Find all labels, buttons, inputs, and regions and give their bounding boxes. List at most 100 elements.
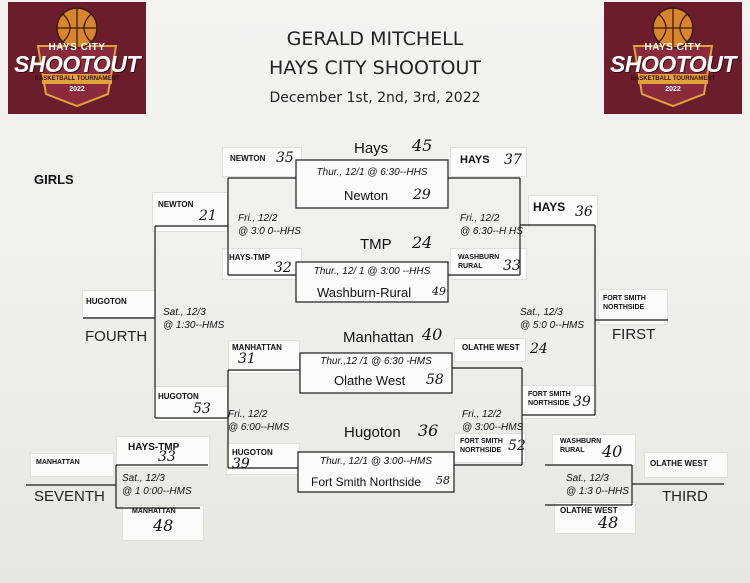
logo-year: 2022 (665, 86, 681, 93)
place-label: THIRD (662, 488, 708, 505)
team-label: OLATHE WEST (650, 459, 708, 468)
card (528, 195, 598, 227)
basketball-icon (36, 7, 118, 108)
game2-bottom-team: Washburn-Rural (317, 285, 412, 300)
game1-top-score: 45 (412, 136, 433, 155)
game4-bottom-team: Fort Smith Northside (311, 475, 422, 489)
schedule-label: Sat., 12/3 @ 1:3 0--HHS (566, 473, 629, 497)
logo-line2: SHOOTOUT (14, 51, 140, 77)
card (116, 436, 210, 468)
game4-bottom-score: 58 (436, 474, 450, 487)
team-label: FORT SMITH NORTHSIDE (603, 295, 646, 311)
game1-top-team: Hays (354, 140, 389, 157)
schedule-label: Fri., 12/2 @ 6:00--HMS (228, 409, 290, 433)
team-label: WASHBURN RURAL (560, 438, 602, 454)
logo-line3: BASKETBALL TOURNAMENT (34, 76, 120, 82)
card (226, 443, 300, 475)
tournament-logo-left: HAYS CITY SHOOTOUT BASKETBALL TOURNAMENT… (8, 2, 146, 114)
team-label: NEWTON (158, 200, 194, 209)
team-label: HUGOTON (232, 448, 273, 457)
card (228, 340, 300, 374)
team-label: FORT SMITH NORTHSIDE (528, 391, 571, 407)
title-line1: GERALD MITCHELL (286, 28, 464, 50)
team-score: 53 (193, 401, 211, 417)
game3-schedule: Thur.,12 /1 @ 6:30 -HMS (320, 356, 432, 367)
team-label: HAYS (460, 154, 490, 166)
card (644, 452, 728, 478)
card (454, 433, 526, 463)
team-label: HAYS-TMP (229, 253, 271, 262)
team-score: 35 (276, 150, 294, 166)
team-label: OLATHE WEST (560, 506, 618, 515)
team-label: MANHATTAN (132, 508, 176, 515)
team-score: 33 (503, 258, 521, 274)
logo-line1: HAYS CITY (48, 42, 106, 53)
game2-top-team: TMP (360, 236, 392, 253)
game2-schedule: Thur., 12/ 1 @ 3:00 --HHS (313, 266, 431, 277)
logo-year: 2022 (69, 86, 85, 93)
team-label: HUGOTON (86, 297, 127, 306)
team-score: 33 (158, 449, 176, 465)
team-label: OLATHE WEST (462, 343, 520, 352)
team-label: NEWTON (230, 154, 266, 163)
schedule-label: Sat., 12/3 @ 1 0:00--HMS (122, 473, 192, 497)
tournament-logo-right: HAYS CITY SHOOTOUT BASKETBALL TOURNAMENT… (604, 2, 742, 114)
card (598, 289, 668, 325)
game3-top-score: 40 (422, 325, 443, 344)
title-line2: HAYS CITY SHOOTOUT (269, 57, 481, 79)
team-label: WASHBURN RURAL (458, 254, 500, 270)
game1-bottom-score: 29 (413, 187, 431, 203)
card (520, 385, 597, 419)
game1-schedule: Thur., 12/1 @ 6:30--HHS (316, 167, 428, 178)
schedule-label: Fri., 12/2 @ 3:00--HMS (462, 409, 524, 433)
team-score: 48 (598, 513, 619, 532)
place-label: SEVENTH (34, 488, 105, 505)
team-score: 37 (504, 152, 522, 168)
place-label: FOURTH (85, 328, 148, 345)
team-label: MANHATTAN (232, 343, 282, 352)
game3-top-team: Manhattan (343, 329, 414, 346)
card (30, 453, 114, 477)
team-label: HUGOTON (158, 392, 199, 401)
team-score: 21 (199, 208, 217, 224)
schedule-label: Fri., 12/2 @ 6:30--H HS (460, 213, 523, 237)
card (122, 505, 204, 541)
team-score: 39 (573, 394, 591, 410)
team-score: 32 (274, 260, 292, 276)
team-score: 52 (508, 438, 526, 454)
schedule-label: Sat., 12/3 @ 1:30--HMS (163, 307, 225, 331)
card (454, 338, 526, 362)
game4-top-score: 36 (418, 421, 439, 440)
place-label: FIRST (612, 326, 656, 343)
team-score: 39 (232, 456, 250, 472)
team-label: FORT SMITH NORTHSIDE (460, 438, 503, 454)
game2-top-score: 24 (412, 233, 433, 252)
team-score: 24 (530, 341, 548, 357)
game3-bottom-score: 58 (426, 372, 444, 388)
card (152, 386, 228, 422)
team-score: 31 (238, 351, 256, 367)
game2-bottom-score: 49 (432, 285, 446, 298)
team-label: MANHATTAN (36, 459, 80, 466)
team-label: HAYS (533, 200, 566, 214)
logo-line2: SHOOTOUT (610, 51, 736, 77)
schedule-label: Fri., 12/2 @ 3:0 0--HHS (238, 213, 301, 237)
game1-bottom-team: Newton (344, 188, 389, 203)
logo-line3: BASKETBALL TOURNAMENT (630, 76, 716, 82)
card (554, 502, 636, 534)
schedule-label: Sat., 12/3 @ 5:0 0--HMS (520, 307, 585, 331)
division-label: GIRLS (34, 172, 74, 187)
game3-bottom-team: Olathe West (334, 373, 406, 388)
team-label: HAYS-TMP (128, 442, 180, 453)
card (450, 147, 527, 177)
logo-line1: HAYS CITY (644, 42, 702, 53)
team-score: 40 (602, 442, 623, 461)
team-score: 48 (153, 516, 174, 535)
tournament-dates: December 1st, 2nd, 3rd, 2022 (269, 90, 481, 106)
basketball-icon (632, 7, 714, 108)
team-score: 36 (575, 204, 593, 220)
game4-schedule: Thur., 12/1 @ 3:00--HMS (319, 456, 433, 467)
game4-top-team: Hugoton (344, 424, 401, 441)
